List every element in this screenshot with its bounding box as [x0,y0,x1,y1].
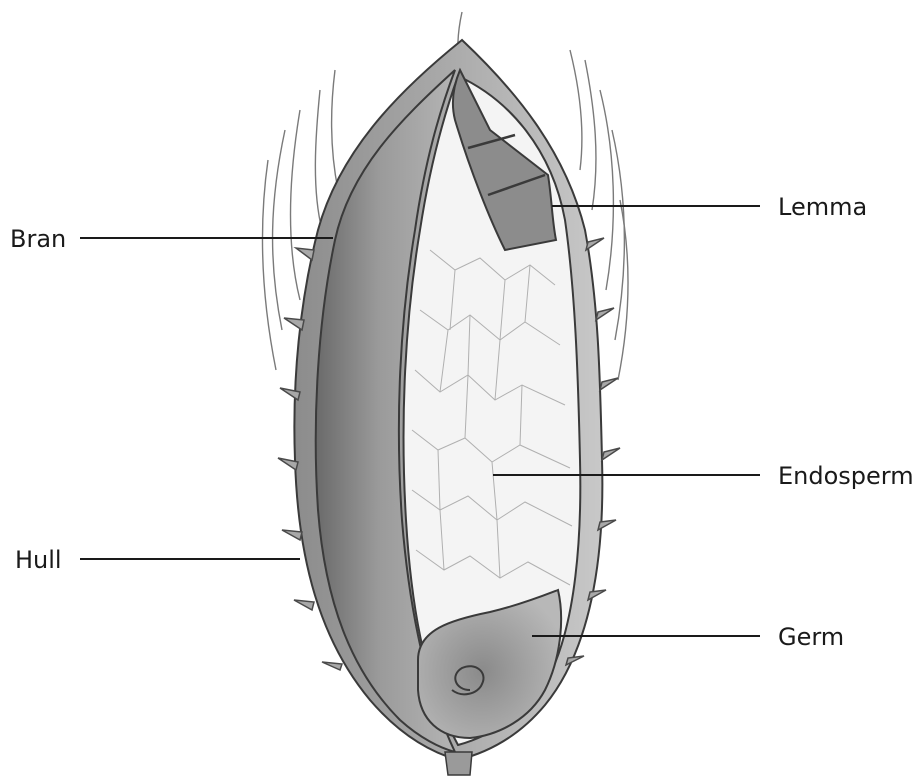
base-stalk [445,752,472,775]
bran-label: Bran [10,225,66,253]
germ-label: Germ [778,623,844,651]
hull-label: Hull [15,546,62,574]
lemma-label: Lemma [778,193,867,221]
endosperm-label: Endosperm [778,462,914,490]
